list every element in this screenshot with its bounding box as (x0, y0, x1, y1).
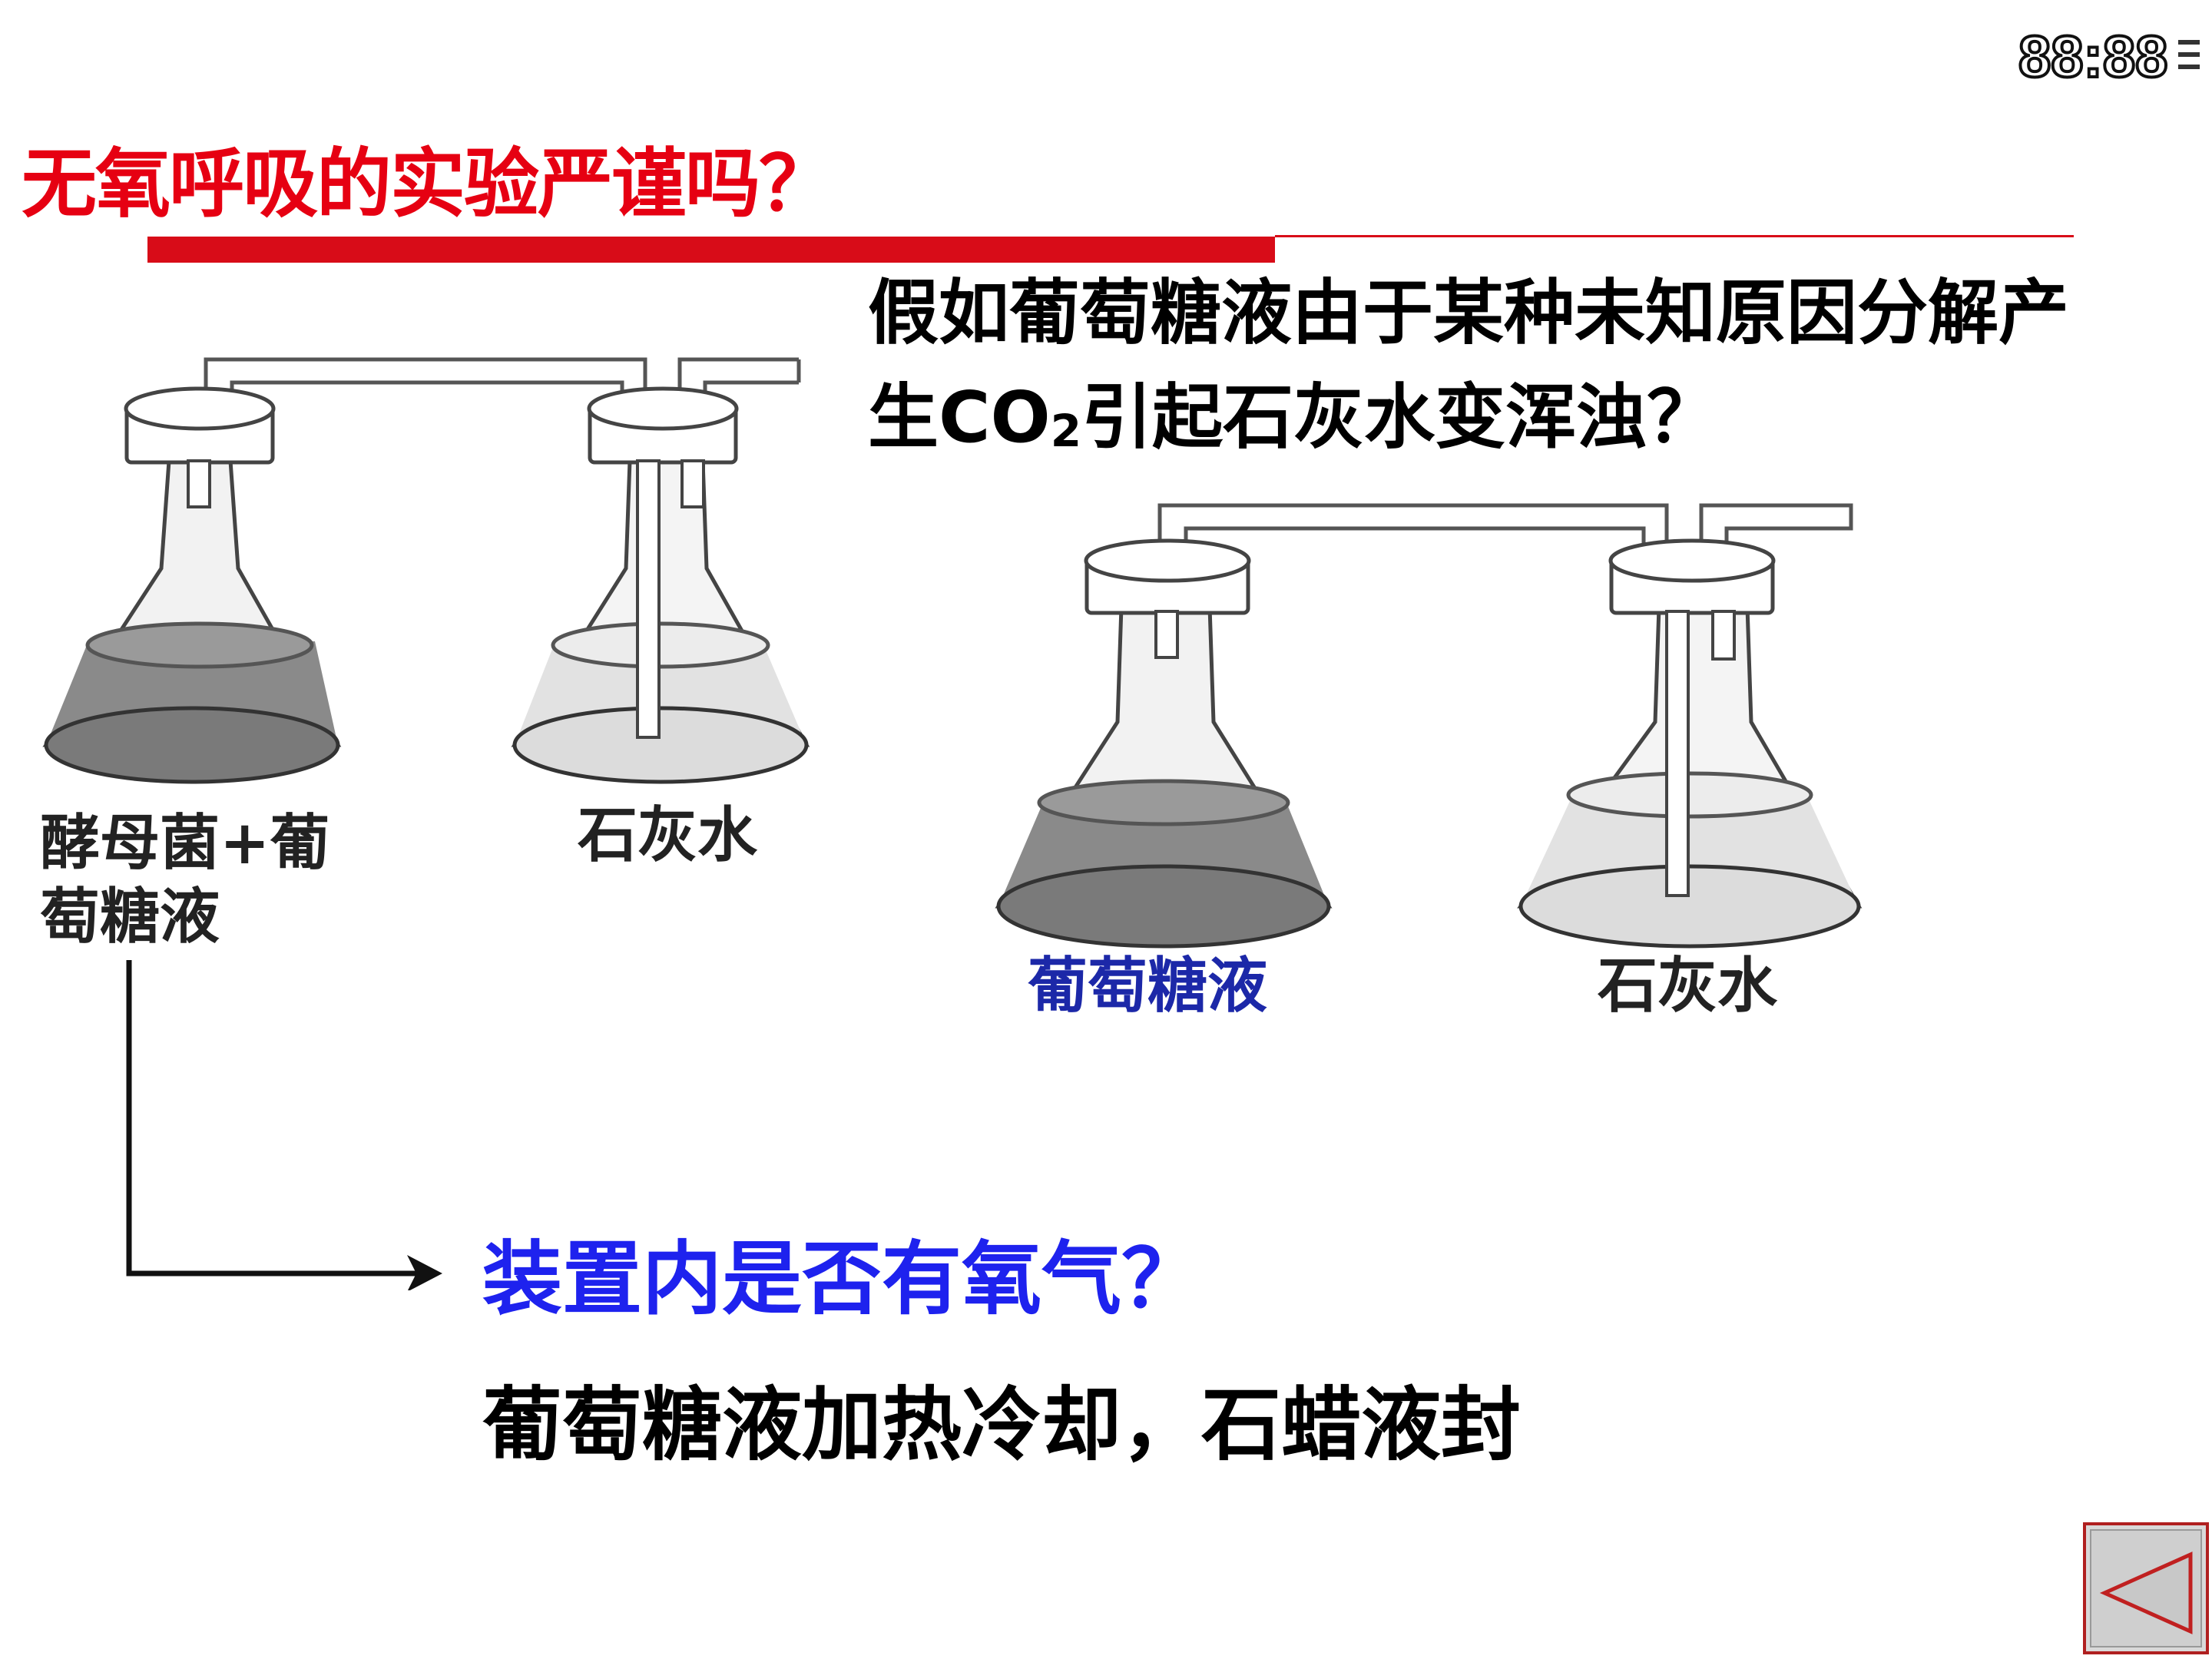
flask-apparatus-diagram (42, 357, 810, 784)
arrow-right-icon (126, 960, 442, 1290)
blue-question: 装置内是否有氧气？ (482, 1232, 1202, 1326)
label-glucose: 葡萄糖液 (1028, 952, 1268, 1021)
flask-limewater (511, 386, 810, 784)
slide-title: 无氧呼吸的实验严谨吗？ (22, 141, 834, 228)
flask-apparatus-diagram-2 (995, 503, 1863, 949)
label-yeast-glucose: 酵母菌+葡 萄糖液 (40, 809, 330, 952)
flask-limewater-2 (1517, 538, 1863, 949)
flask-yeast-glucose (42, 386, 342, 784)
flask-glucose (995, 538, 1333, 949)
back-button[interactable] (2083, 1522, 2209, 1654)
label-limewater-2: 石灰水 (1598, 952, 1778, 1021)
answer-text: 葡萄糖液加热冷却，石蜡液封 (482, 1378, 1522, 1472)
title-underline-thin (1275, 235, 2074, 237)
question-line-1: 假如葡萄糖液由于某种未知原因分解产 (868, 272, 2070, 354)
question-text: 假如葡萄糖液由于某种未知原因分解产 生CO2引起石灰水变浑浊？ (868, 261, 2174, 483)
clock-text: 88:88 (2018, 29, 2167, 84)
triangle-left-icon (2099, 1551, 2193, 1634)
question-line-2: 生CO2引起石灰水变浑浊？ (868, 376, 1718, 459)
label-limewater-1: 石灰水 (578, 801, 758, 870)
clock-icon: 88:88 (2018, 29, 2200, 84)
title-underline (147, 237, 1275, 263)
